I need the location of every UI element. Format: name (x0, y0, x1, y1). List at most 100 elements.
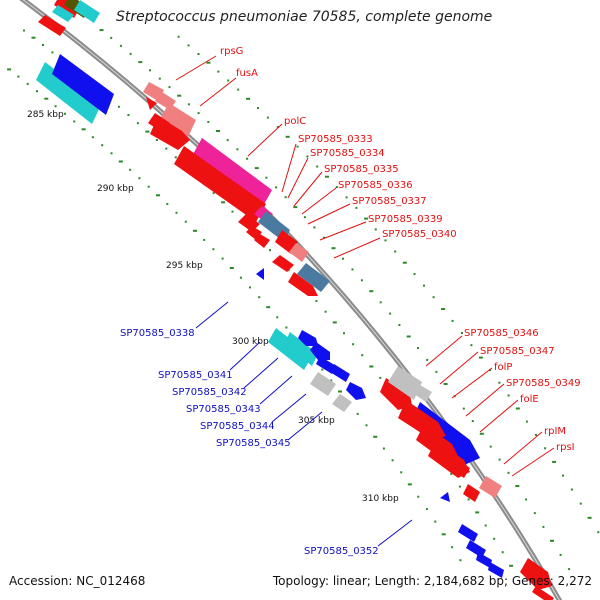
tick-mark (285, 326, 288, 329)
tick-mark (369, 365, 374, 368)
tick-mark (507, 394, 510, 397)
tick-mark (331, 247, 336, 250)
tick-mark (64, 112, 66, 115)
tick-mark (384, 239, 387, 242)
tick-mark (493, 537, 496, 540)
tick-mark (467, 498, 470, 501)
gene-label[interactable]: SP70585_0340 (382, 229, 457, 240)
tick-mark (127, 114, 130, 116)
gene-feature[interactable] (36, 54, 114, 124)
tick-mark (118, 160, 123, 163)
gene-feature[interactable] (380, 366, 502, 502)
tick-mark (382, 447, 385, 450)
gene-feature[interactable] (268, 328, 366, 412)
gene-label[interactable]: SP70585_0342 (172, 387, 247, 398)
tick-mark (99, 29, 104, 32)
gene-label[interactable]: SP70585_0345 (216, 438, 291, 449)
tick-mark (343, 332, 345, 335)
tick-mark (51, 51, 54, 54)
tick-mark (217, 70, 220, 73)
map-title: Streptococcus pneumoniae 70585, complete… (116, 9, 493, 25)
gene-label[interactable]: SP70585_0343 (186, 404, 261, 415)
tick-mark (352, 343, 355, 346)
tick-mark (321, 368, 324, 371)
gene-label-rpsI[interactable]: rpsI (556, 442, 575, 453)
gene-label-rpsG[interactable]: rpsG (220, 46, 243, 57)
tick-mark (587, 516, 592, 519)
tick-mark (365, 424, 368, 427)
tick-mark (525, 498, 528, 501)
tick-mark (221, 201, 226, 204)
tick-mark (227, 79, 230, 82)
tick-mark (193, 229, 197, 232)
gene-feature[interactable] (38, 0, 100, 36)
gene-label[interactable]: SP70585_0344 (200, 421, 275, 432)
gene-label[interactable]: SP70585_0335 (324, 164, 399, 175)
gene-feature[interactable] (440, 492, 450, 502)
gene-label-folP[interactable]: folP (494, 362, 512, 373)
tick-mark (313, 226, 316, 229)
tick-mark (338, 390, 342, 393)
tick-mark (360, 279, 363, 282)
reverse-labels: SP70585_0338 SP70585_0341 SP70585_0342 S… (120, 328, 379, 557)
gene-feature[interactable] (256, 268, 264, 280)
scale-label: 295 kbp (166, 261, 203, 271)
tick-mark (498, 458, 501, 461)
gene-label[interactable]: SP70585_0336 (338, 180, 413, 191)
tick-mark (23, 29, 25, 32)
tick-mark (342, 257, 344, 260)
tick-mark (156, 194, 160, 197)
tick-mark (568, 568, 571, 571)
tick-mark (579, 502, 582, 505)
tick-mark (525, 420, 528, 423)
scale-label: 310 kbp (362, 494, 399, 504)
gene-label[interactable]: SP70585_0346 (464, 328, 539, 339)
gene-feature[interactable] (458, 524, 504, 578)
tick-mark (212, 192, 215, 195)
tick-mark (246, 97, 251, 100)
gene-label-fusA[interactable]: fusA (236, 68, 258, 79)
gene-label[interactable]: SP70585_0334 (310, 148, 385, 159)
gene-label[interactable]: SP70585_0338 (120, 328, 195, 339)
tick-mark (296, 145, 299, 148)
tick-mark (544, 447, 547, 450)
tick-mark (203, 238, 206, 241)
tick-mark (459, 559, 462, 562)
tick-mark (119, 44, 122, 47)
tick-mark (129, 52, 132, 55)
tick-mark (246, 157, 249, 160)
gene-label[interactable]: SP70585_0339 (368, 214, 443, 225)
tick-mark (197, 112, 200, 115)
tick-mark (441, 308, 446, 310)
tick-mark (498, 381, 501, 384)
gene-label[interactable]: SP70585_0349 (506, 378, 581, 389)
tick-mark (509, 564, 514, 567)
gene-label[interactable]: SP70585_0341 (158, 370, 233, 381)
tick-mark (451, 546, 454, 549)
tick-mark (212, 248, 215, 251)
tick-mark (174, 156, 177, 159)
gene-label-rpIM[interactable]: rpIM (544, 426, 566, 437)
gene-label[interactable]: SP70585_0347 (480, 346, 555, 357)
gene-label[interactable]: SP70585_0333 (298, 134, 373, 145)
gene-label[interactable]: SP70585_0352 (304, 546, 379, 557)
tick-mark (432, 296, 435, 299)
tick-mark (402, 261, 407, 264)
gene-feature[interactable] (143, 82, 330, 296)
gene-feature[interactable] (520, 558, 554, 600)
tick-mark (550, 539, 554, 542)
tick-mark (379, 301, 382, 304)
tick-mark (345, 196, 348, 199)
tick-mark (249, 286, 251, 289)
gene-label-polC[interactable]: polC (284, 116, 306, 127)
tick-mark (165, 147, 168, 150)
tick-mark (17, 75, 20, 78)
tick-mark (285, 135, 290, 138)
gene-label[interactable]: SP70585_0337 (352, 196, 427, 207)
tick-mark (324, 310, 327, 313)
tick-mark (315, 300, 318, 303)
gene-label-folE[interactable]: folE (520, 394, 539, 405)
tick-mark (379, 376, 382, 379)
tick-mark (470, 344, 473, 347)
tick-mark (394, 250, 397, 253)
